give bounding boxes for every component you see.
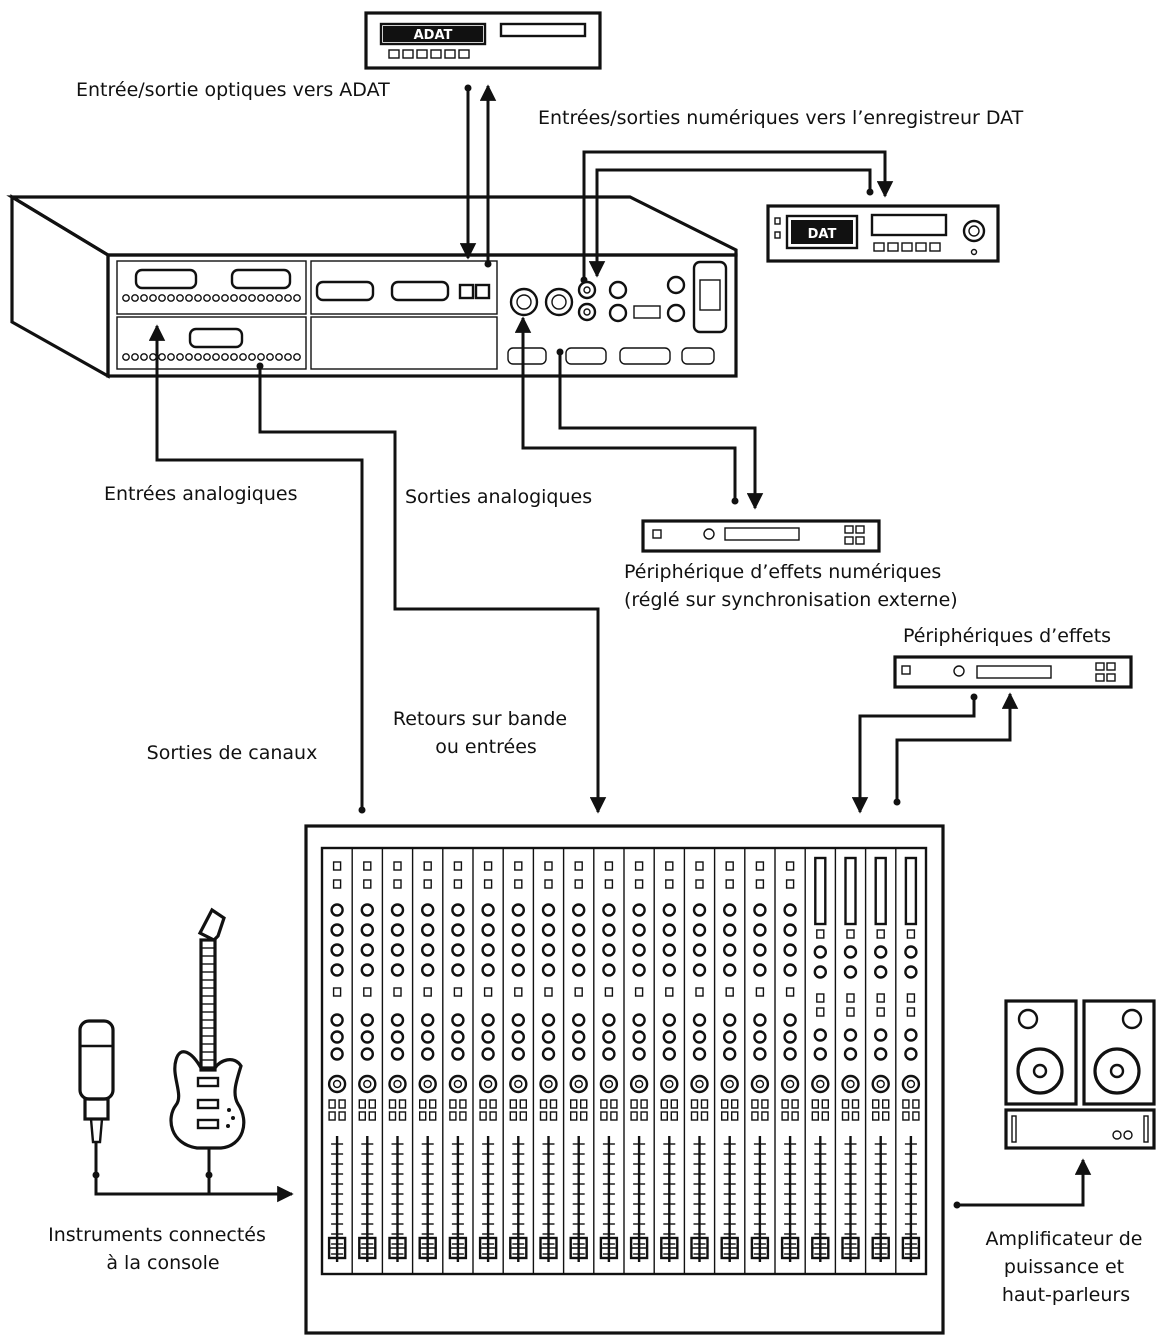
analog-inputs-cable — [148, 324, 364, 810]
label-adat-optical: Entrée/sortie optiques vers ADAT — [76, 79, 390, 101]
label-instruments-2: à la console — [106, 1252, 219, 1274]
audio-interface — [6, 194, 738, 379]
label-channel-outputs: Sorties de canaux — [147, 742, 318, 764]
adat-device: ADAT — [364, 11, 602, 70]
label-digital-fx-1: Périphérique d’effets numériques — [624, 561, 941, 583]
dat-cable-in — [588, 168, 872, 278]
fx-device — [893, 655, 1133, 689]
label-amp-3: haut-parleurs — [1002, 1284, 1130, 1306]
label-dat-digital: Entrées/sorties numériques vers l’enregi… — [538, 107, 1024, 129]
fx-sync-cable-in — [514, 316, 737, 501]
fx-sync-cable-out — [558, 352, 764, 510]
label-tape-returns-2: ou entrées — [435, 736, 537, 758]
dat-cable-out — [582, 150, 894, 280]
label-fx-devices: Périphériques d’effets — [903, 625, 1111, 647]
speaker-icon — [1004, 999, 1156, 1106]
label-digital-fx-2: (réglé sur synchronisation externe) — [624, 589, 958, 611]
label-analog-outputs: Sorties analogiques — [405, 486, 592, 508]
label-tape-returns-1: Retours sur bande — [393, 708, 567, 730]
adat-badge: ADAT — [414, 28, 453, 43]
label-analog-inputs: Entrées analogiques — [104, 483, 297, 505]
fx-send-cable — [895, 692, 1019, 802]
digital-fx-device — [641, 519, 881, 553]
mixing-console — [304, 824, 945, 1335]
electric-guitar-icon — [169, 907, 246, 1177]
dat-badge: DAT — [808, 227, 837, 242]
cables — [92, 84, 1092, 1209]
labels: Entrée/sortie optiques vers ADAT Entrées… — [48, 79, 1142, 1306]
fx-return-cable — [851, 697, 976, 814]
power-amplifier — [1004, 1108, 1156, 1150]
label-amp-1: Amplificateur de — [986, 1228, 1143, 1250]
instruments-cable — [94, 1175, 294, 1203]
dat-device: DAT — [766, 204, 1000, 263]
microphone-icon — [78, 1019, 115, 1177]
analog-outputs-cable — [258, 366, 607, 814]
amp-cable — [957, 1158, 1092, 1207]
label-instruments-1: Instruments connectés — [48, 1224, 266, 1246]
label-amp-2: puissance et — [1004, 1256, 1124, 1278]
